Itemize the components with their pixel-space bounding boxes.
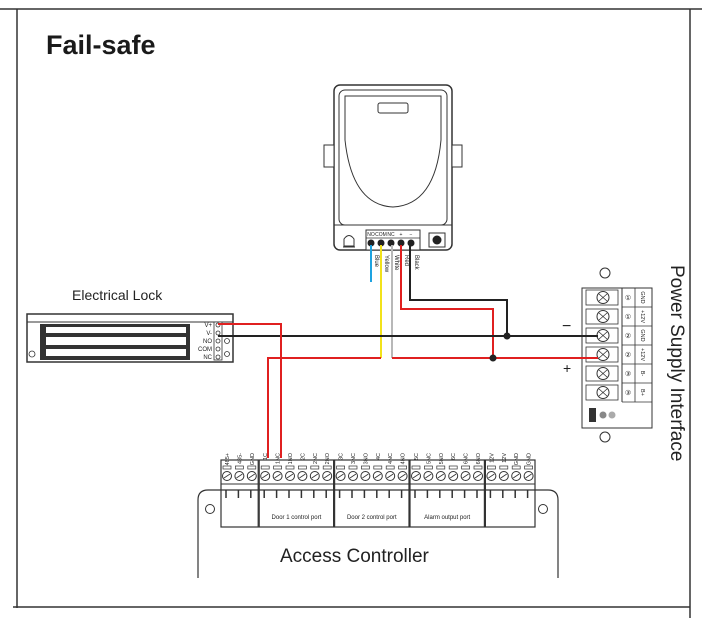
controller-terminal-label: 1C xyxy=(263,453,269,460)
lock-terminal-label: V+ xyxy=(204,323,212,329)
power-terminal-label: GND xyxy=(639,291,645,303)
lock-terminal-screw xyxy=(215,338,221,344)
controller-terminal-label: 2NC xyxy=(313,453,319,464)
controller-terminal-label: 5NC xyxy=(426,453,432,464)
controller-terminal-label: 3C xyxy=(339,453,345,460)
controller-terminal-label: 5NO xyxy=(439,452,445,464)
controller-terminal-label: 12V xyxy=(502,453,508,463)
wire-red xyxy=(400,245,494,358)
reader-terminal-label: NO xyxy=(367,232,375,238)
reader-terminal-screw xyxy=(407,239,415,247)
controller-terminal-label: 6NO xyxy=(476,452,482,464)
plus-label: + xyxy=(563,360,571,376)
wires xyxy=(218,245,598,458)
controller-port-name: Alarm output port xyxy=(424,515,470,521)
controller-port-group xyxy=(258,459,335,528)
wire-black xyxy=(409,245,508,336)
reader-terminal-label: + xyxy=(400,232,403,238)
controller-terminal-label: GND xyxy=(250,453,256,465)
wire-color-label: White xyxy=(393,255,399,271)
power-terminal-label: +12V xyxy=(639,348,645,361)
controller-terminal-label: 3NC xyxy=(351,453,357,464)
wire-color-label: Blue xyxy=(373,255,379,268)
wire-color-label: Yellow xyxy=(383,255,389,273)
controller-port-group xyxy=(220,459,259,528)
controller-terminal-label: 12V xyxy=(489,453,495,463)
power-supply-label: Power Supply Interface xyxy=(666,265,687,462)
power-terminal-number: ② xyxy=(625,351,631,359)
controller-terminal-label: 2C xyxy=(300,453,306,460)
wire-com-to-1c xyxy=(267,357,381,458)
reader-terminal-screw xyxy=(387,239,395,247)
lock-label: Electrical Lock xyxy=(72,287,163,303)
electrical-lock xyxy=(26,313,234,363)
controller-terminal-label: GND xyxy=(514,453,520,465)
reader-terminal-label: − xyxy=(410,232,413,238)
controller-terminal-label: 4NC xyxy=(388,453,394,464)
lock-terminal-screw xyxy=(215,354,221,360)
wire-color-label: Black xyxy=(413,255,419,271)
controller-terminal-label: 2NO xyxy=(325,452,331,464)
bell-icon xyxy=(343,235,355,247)
controller-terminal-label: 6NC xyxy=(464,453,470,464)
controller-port-name: Door 2 control port xyxy=(347,515,397,521)
lock-terminal-label: NO xyxy=(203,339,212,345)
wire-lock-vplus xyxy=(218,323,282,458)
power-terminal-label: +12V xyxy=(639,310,645,323)
controller-terminal-label: 5C xyxy=(414,453,420,460)
reader-terminal-label: NC xyxy=(387,232,395,238)
reader-device xyxy=(323,84,463,251)
controller-terminal-label: 3NO xyxy=(363,452,369,464)
lock-terminal-label: COM xyxy=(198,347,212,353)
reader-terminal-screw xyxy=(397,239,405,247)
controller-terminal-label: 4C xyxy=(376,453,382,460)
power-terminal-number: ③ xyxy=(625,370,631,378)
power-terminal-label: GND xyxy=(639,329,645,341)
controller-port-name: Door 1 control port xyxy=(272,515,322,521)
power-terminal-number: ③ xyxy=(625,389,631,397)
controller-terminal-label: 6C xyxy=(451,453,457,460)
lock-terminal-screw xyxy=(215,346,221,352)
power-terminal-number: ② xyxy=(625,332,631,340)
controller-port-group xyxy=(484,459,536,528)
controller-terminal-label: 1NC xyxy=(276,453,282,464)
controller-terminal-label: 1NO xyxy=(288,452,294,464)
controller-terminal-label: 485+ xyxy=(225,453,231,465)
controller-label: Access Controller xyxy=(280,546,429,567)
junction-minus xyxy=(503,332,511,340)
controller-terminal-label: 4NO xyxy=(401,452,407,464)
page-title: Fail-safe xyxy=(46,30,156,60)
wire-color-label: Red xyxy=(403,255,409,266)
power-terminal-number: ① xyxy=(625,294,631,302)
access-controller xyxy=(197,489,559,578)
controller-port-group xyxy=(409,459,486,528)
controller-terminal-label: 485- xyxy=(237,453,243,464)
reader-terminal-screw xyxy=(377,239,385,247)
lock-terminal-label: V- xyxy=(206,331,212,337)
lock-terminal-label: NC xyxy=(203,355,212,361)
minus-label: − xyxy=(562,318,571,335)
reader-terminal-screw xyxy=(367,239,375,247)
reader-terminal-label: COM xyxy=(375,232,387,238)
lock-terminal-screw xyxy=(215,330,221,336)
power-terminal-label: B+ xyxy=(639,389,645,396)
power-terminal-label: B- xyxy=(639,371,645,377)
junction-plus xyxy=(489,354,497,362)
controller-terminal-label: GND xyxy=(527,453,533,465)
power-terminal-number: ① xyxy=(625,313,631,321)
controller-port-group xyxy=(334,459,410,528)
